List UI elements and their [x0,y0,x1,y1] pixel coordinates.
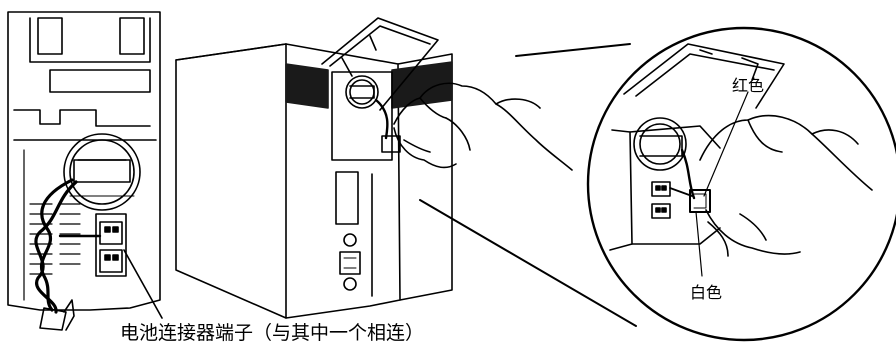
dark-band-left [285,63,329,109]
open-cover [321,17,439,111]
magnifier-pointer-line [515,43,631,57]
battery-round [345,75,379,109]
battery-connector-terminal-label: 电池连接器端子（与其中一个相连） [120,322,425,344]
detail-connector [689,189,711,213]
connector-leader-line [123,249,163,319]
detail-battery-round [633,117,687,171]
white-wire-label: 白色 [690,283,723,302]
red-wire-label: 红色 [732,76,765,95]
left-unit-view [7,11,163,331]
battery-wire [34,178,78,314]
left-unit-frame [7,11,161,311]
white-wire-leader [695,211,703,277]
center-unit-view [175,17,637,327]
hand-icon [393,82,573,171]
red-wire-leader [703,91,749,197]
detail-hand-icon [699,114,873,257]
battery-connector-icon [39,299,75,331]
battery-holder-icon [63,133,141,211]
pin-strip [23,149,81,301]
magnified-detail-circle [515,26,896,342]
center-pointer-line [419,199,637,327]
connector-sockets [95,213,127,277]
